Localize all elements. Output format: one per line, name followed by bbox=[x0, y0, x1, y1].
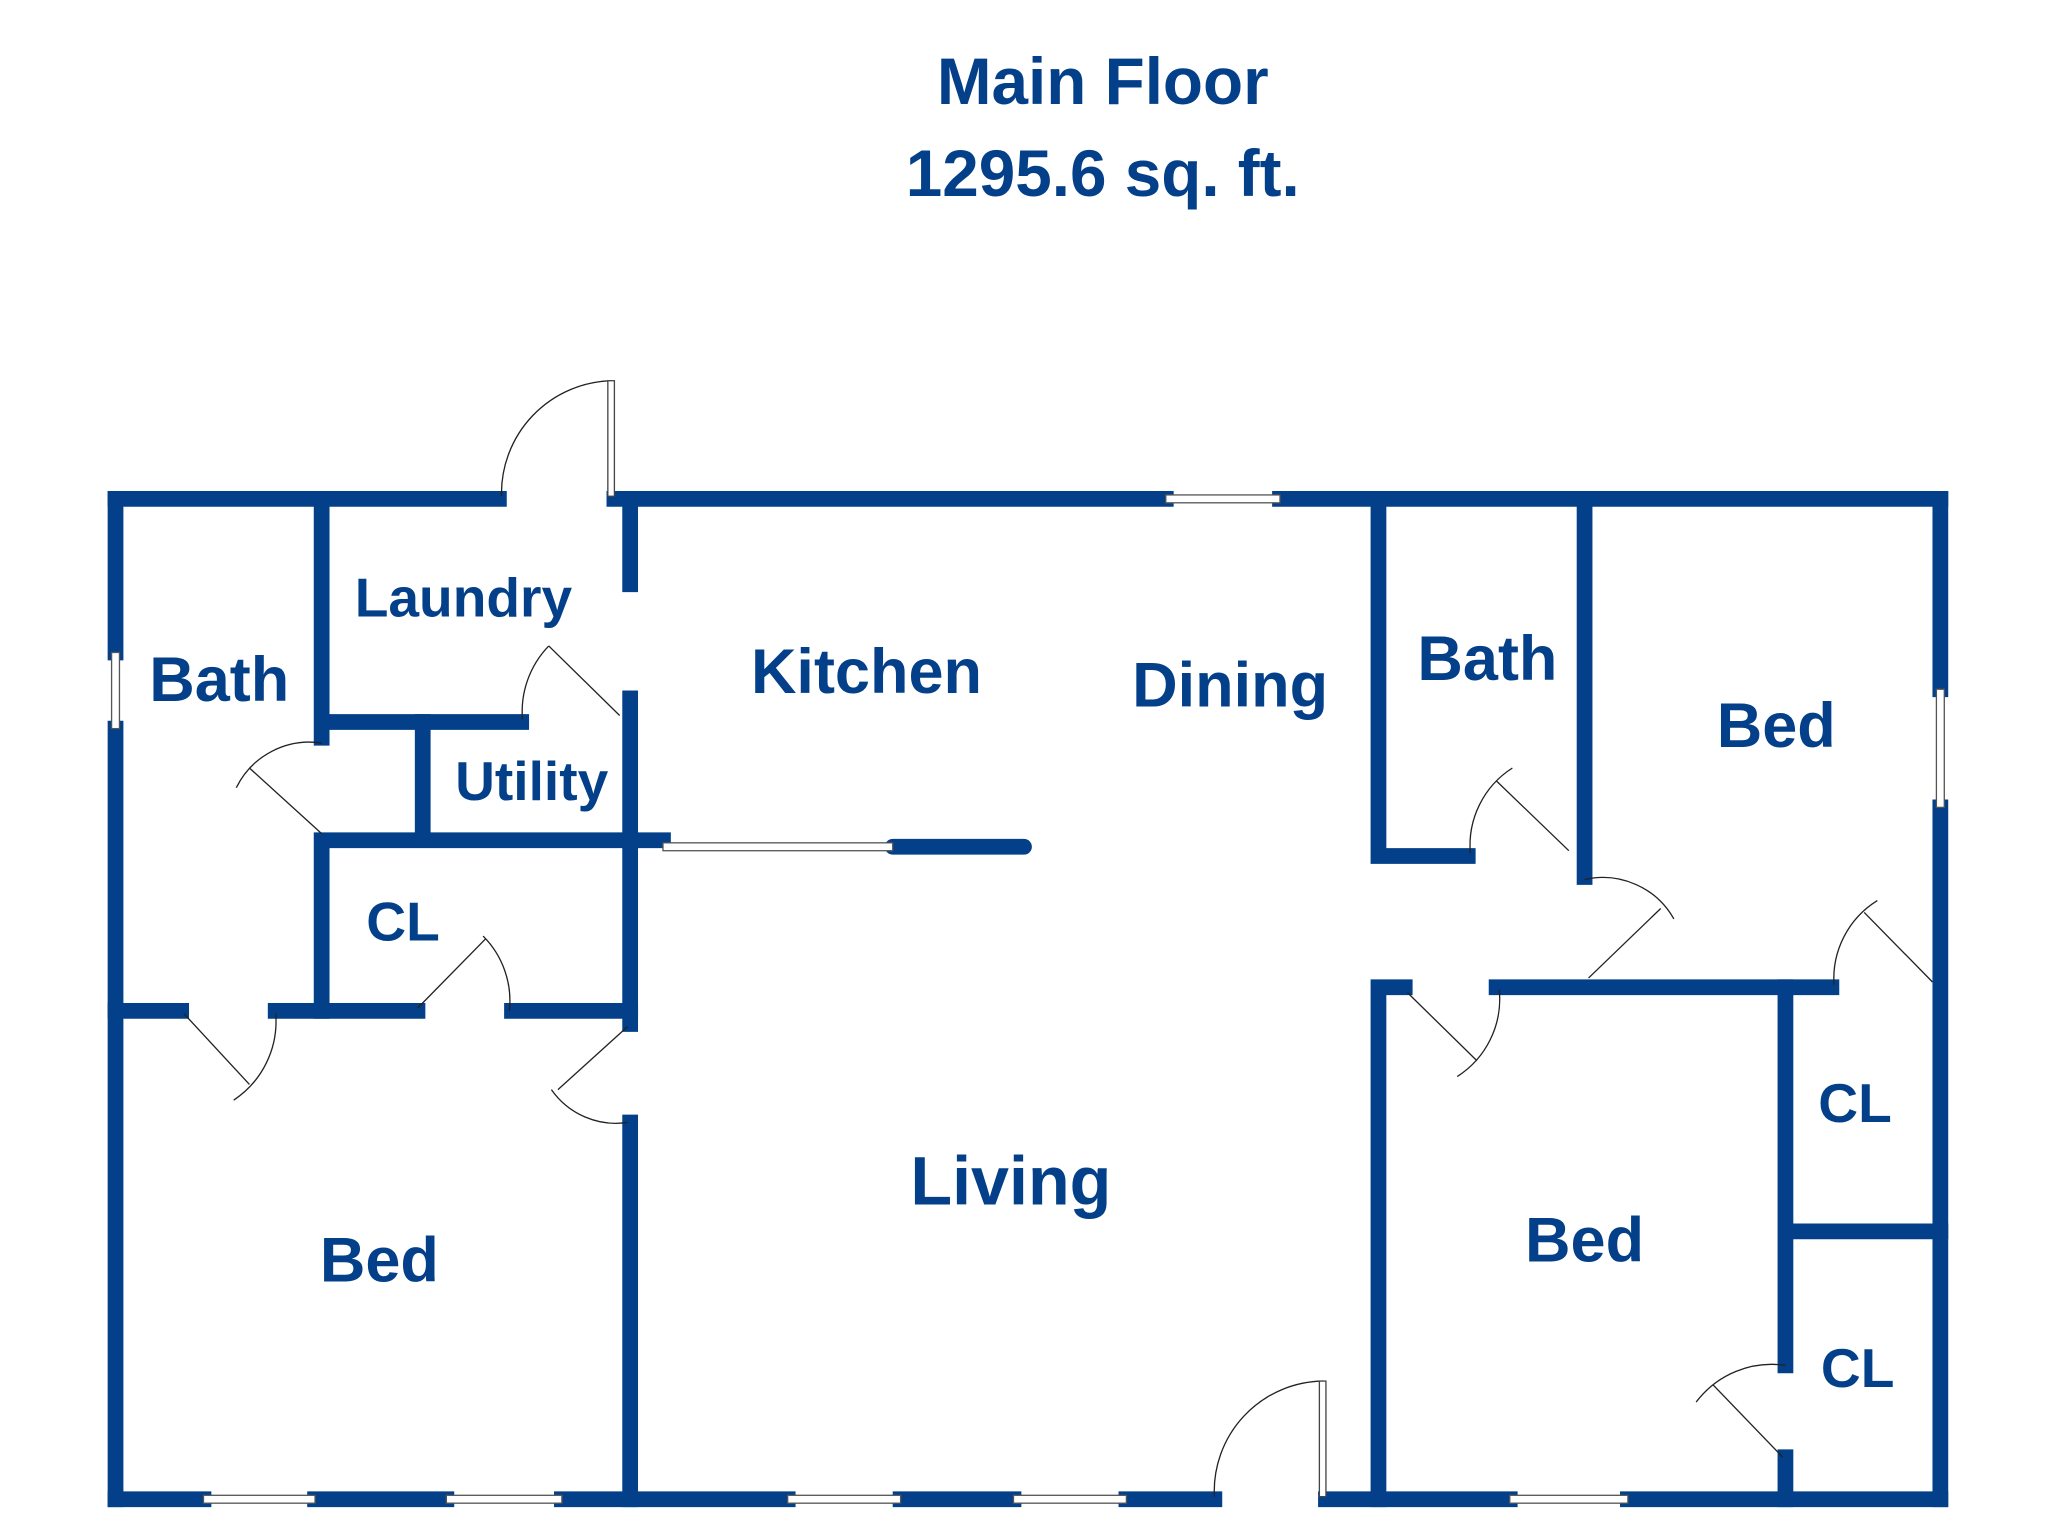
floor-area: 1295.6 sq. ft. bbox=[906, 137, 1300, 210]
room-label-utility: Utility bbox=[455, 750, 608, 812]
room-label-kitchen: Kitchen bbox=[751, 637, 982, 707]
windows bbox=[110, 494, 1945, 1504]
room-label-dining: Dining bbox=[1132, 650, 1328, 720]
room-label-bed-left: Bed bbox=[320, 1225, 439, 1295]
floor-title: Main Floor bbox=[937, 45, 1269, 118]
walls bbox=[107, 490, 1949, 1508]
room-label-closet-right-bottom: CL bbox=[1821, 1337, 1894, 1399]
room-label-closet-right-top: CL bbox=[1818, 1072, 1891, 1134]
room-label-closet-left: CL bbox=[366, 891, 439, 953]
room-label-bed-right-top: Bed bbox=[1717, 691, 1836, 761]
room-label-bath-left: Bath bbox=[149, 645, 289, 715]
room-label-bed-right-bottom: Bed bbox=[1525, 1206, 1644, 1276]
room-label-laundry: Laundry bbox=[355, 566, 573, 628]
doors bbox=[183, 380, 1933, 1498]
room-label-living: Living bbox=[910, 1144, 1111, 1220]
room-label-bath-right: Bath bbox=[1417, 624, 1557, 694]
